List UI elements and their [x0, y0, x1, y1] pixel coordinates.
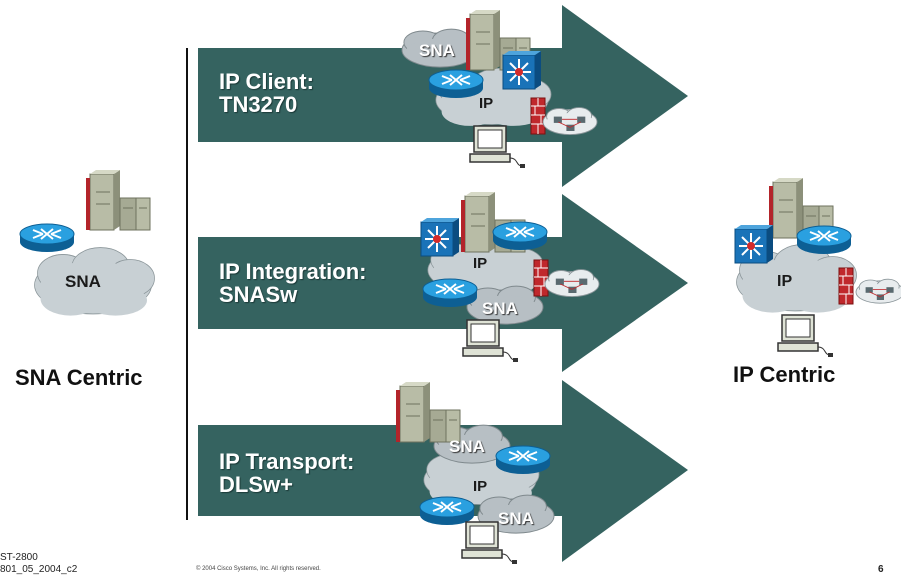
arrow1-cloud-ip: IP [479, 95, 494, 112]
router-icon [495, 445, 551, 475]
arrow3-cloud-ip: IP [473, 478, 488, 495]
switch-icon [420, 217, 460, 257]
firewall-icon [838, 267, 854, 305]
pc-icon [777, 314, 834, 358]
router-icon [422, 278, 478, 308]
router-icon [419, 496, 475, 526]
router-icon [796, 225, 852, 255]
sna-centric-group [19, 169, 155, 317]
router-icon [19, 223, 75, 253]
right-cloud-label: IP [777, 273, 793, 290]
footer-code-2: 801_05_2004_c2 [0, 564, 78, 575]
router-icon [428, 69, 484, 99]
left-cloud-label: SNA [65, 272, 101, 291]
arrow2-cloud-ip: IP [473, 255, 488, 272]
copyright: © 2004 Cisco Systems, Inc. All rights re… [196, 566, 321, 572]
switch-icon [502, 50, 542, 90]
remote-network-icon [544, 269, 600, 298]
mainframe-icon [395, 381, 461, 443]
page-number: 6 [878, 564, 884, 575]
arrow1-title: IP Client:TN3270 [219, 69, 314, 117]
mainframe-icon [85, 169, 151, 231]
arrow2-cloud-sna: SNA [482, 299, 518, 318]
switch-icon [734, 224, 774, 264]
footer-code: ST-2800 [0, 552, 38, 563]
arrow2-title: IP Integration:SNASw [219, 259, 367, 307]
remote-network-icon [855, 278, 901, 304]
arrow3-cloud-sna-top: SNA [449, 437, 485, 456]
ip-centric-group [734, 177, 901, 358]
router-icon [492, 221, 548, 251]
firewall-icon [530, 97, 546, 135]
sna-centric-title: SNA Centric [15, 365, 143, 390]
arrow1-cloud-sna: SNA [419, 41, 455, 60]
remote-network-icon [542, 107, 598, 136]
arrow3-title: IP Transport:DLSw+ [219, 449, 355, 497]
ip-centric-title: IP Centric [733, 362, 836, 387]
firewall-icon [533, 259, 549, 297]
arrow3-cloud-sna-bottom: SNA [498, 509, 534, 528]
